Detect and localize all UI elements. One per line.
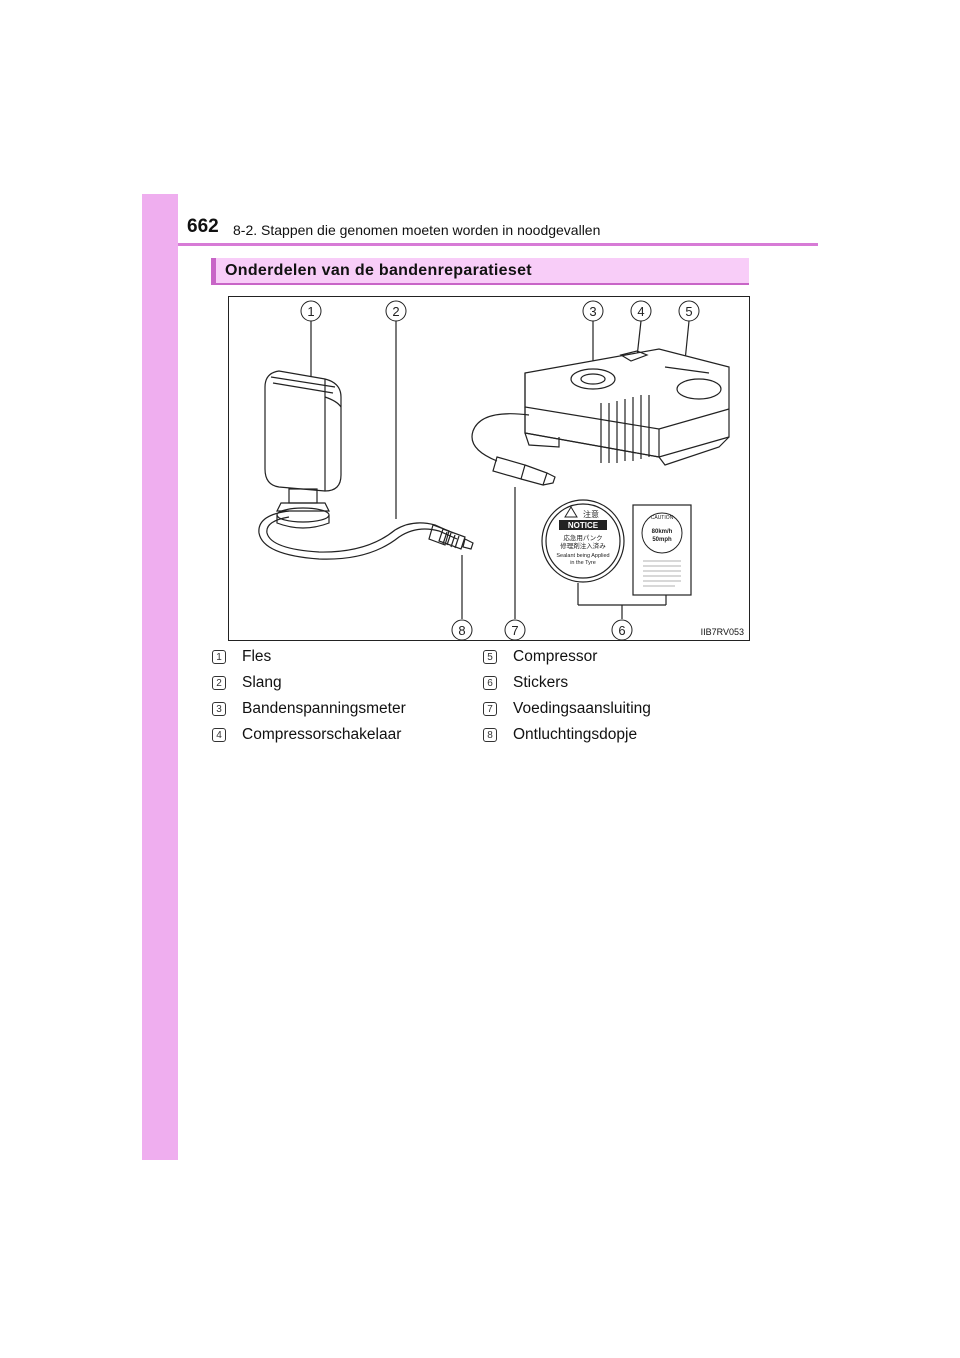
speed-header: CAUTION: [651, 515, 674, 521]
header-rule: [178, 243, 818, 246]
legend-number: 8: [483, 728, 497, 742]
callout-4: 4: [630, 300, 652, 322]
notice-title: NOTICE: [568, 521, 599, 530]
callout-6-text: 6: [618, 623, 625, 638]
callout-8-text: 8: [458, 623, 465, 638]
legend-label: Ontluchtingsdopje: [513, 726, 638, 743]
section-title: Onderdelen van de bandenreparatieset: [225, 262, 532, 279]
legend-number: 3: [212, 702, 226, 716]
side-band: [142, 194, 178, 1160]
legend-number: 2: [212, 676, 226, 690]
legend-number: 1: [212, 650, 226, 664]
repair-kit-illustration: 1 2 3 4 5 6 7 8 注意 NOTICE 応急用パンク 修理剤注入済み…: [258, 300, 730, 641]
callout-7: 7: [504, 619, 526, 641]
callout-8: 8: [451, 619, 473, 641]
callout-6: 6: [611, 619, 633, 641]
callout-5: 5: [678, 300, 700, 322]
notice-jp-title: 注意: [583, 509, 599, 519]
notice-jp-line1: 応急用パンク: [563, 533, 602, 542]
speed-sticker: CAUTION 80km/h 50mph: [641, 512, 683, 587]
notice-jp-line2: 修理剤注入済み: [560, 541, 606, 550]
speed-mph: 50mph: [652, 537, 672, 543]
chapter-title: 8-2. Stappen die genomen moeten worden i…: [233, 222, 601, 238]
legend-number: 6: [483, 676, 497, 690]
legend-label: Bandenspanningsmeter: [242, 700, 406, 717]
callout-7-text: 7: [511, 623, 518, 638]
legend-label: Slang: [242, 674, 282, 691]
legend-number: 5: [483, 650, 497, 664]
page-number: 662: [187, 216, 219, 237]
legend-number: 4: [212, 728, 226, 742]
notice-en-line1: Sealant being Applied: [556, 553, 609, 559]
legend-label: Voedingsaansluiting: [513, 700, 651, 717]
callout-2: 2: [385, 300, 407, 322]
callout-1: 1: [300, 300, 322, 322]
callout-4-text: 4: [637, 304, 644, 319]
legend-label: Compressor: [513, 648, 598, 665]
legend-number: 7: [483, 702, 497, 716]
callout-2-text: 2: [392, 304, 399, 319]
legend-label: Compressorschakelaar: [242, 726, 402, 743]
callout-3-text: 3: [589, 304, 596, 319]
notice-en-line2: in the Tyre: [570, 560, 596, 566]
callout-3: 3: [582, 300, 604, 322]
legend-label: Fles: [242, 648, 272, 665]
section-heading: Onderdelen van de bandenreparatieset: [211, 258, 749, 285]
callout-5-text: 5: [685, 304, 692, 319]
repair-kit-figure: 1 2 3 4 5 6 7 8 注意 NOTICE 応急用パンク 修理剤注入済み…: [228, 296, 750, 641]
speed-kmh: 80km/h: [652, 529, 673, 535]
figure-code: IIB7RV053: [700, 627, 744, 637]
notice-sticker: 注意 NOTICE 応急用パンク 修理剤注入済み Sealant being A…: [556, 506, 610, 566]
legend-label: Stickers: [513, 674, 569, 691]
callout-1-text: 1: [307, 304, 314, 319]
